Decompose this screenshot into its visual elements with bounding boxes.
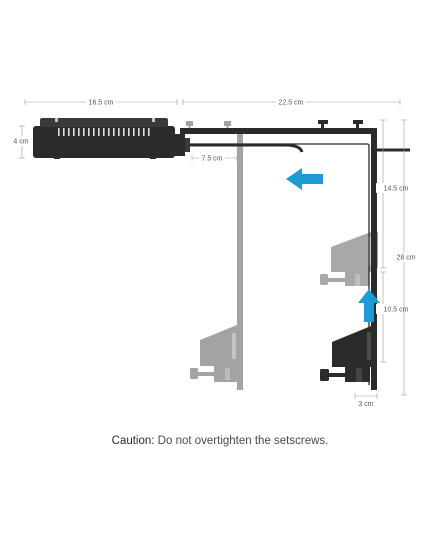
dim-light-length: 16.5 cm xyxy=(89,100,114,107)
dim-upper-span: 14.5 cm xyxy=(384,186,409,193)
dimension-labels: 16.5 cm 22.5 cm 4 cm 7.5 cm 14.5 cm 28 c… xyxy=(13,100,415,409)
caution-caption: Caution: Do not overtighten the setscrew… xyxy=(0,435,440,447)
dim-total-height: 28 cm xyxy=(396,255,415,262)
arrow-left-icon xyxy=(286,168,323,190)
dim-arm-length: 22.5 cm xyxy=(279,100,304,107)
caution-text: Do not overtighten the setscrews. xyxy=(154,435,329,447)
light-fixture xyxy=(33,118,304,159)
dim-clamp-width: 3 cm xyxy=(358,401,373,408)
dim-offset: 7.5 cm xyxy=(201,156,222,163)
grey-clamp-upper-ghost xyxy=(320,232,378,286)
caution-label: Caution: xyxy=(111,435,155,447)
black-arm-assembly xyxy=(180,120,410,390)
dim-lower-span: 10.5 cm xyxy=(384,307,409,314)
arrow-up-icon xyxy=(358,289,380,322)
vent-slots xyxy=(58,128,150,136)
dim-light-height: 4 cm xyxy=(13,139,28,146)
